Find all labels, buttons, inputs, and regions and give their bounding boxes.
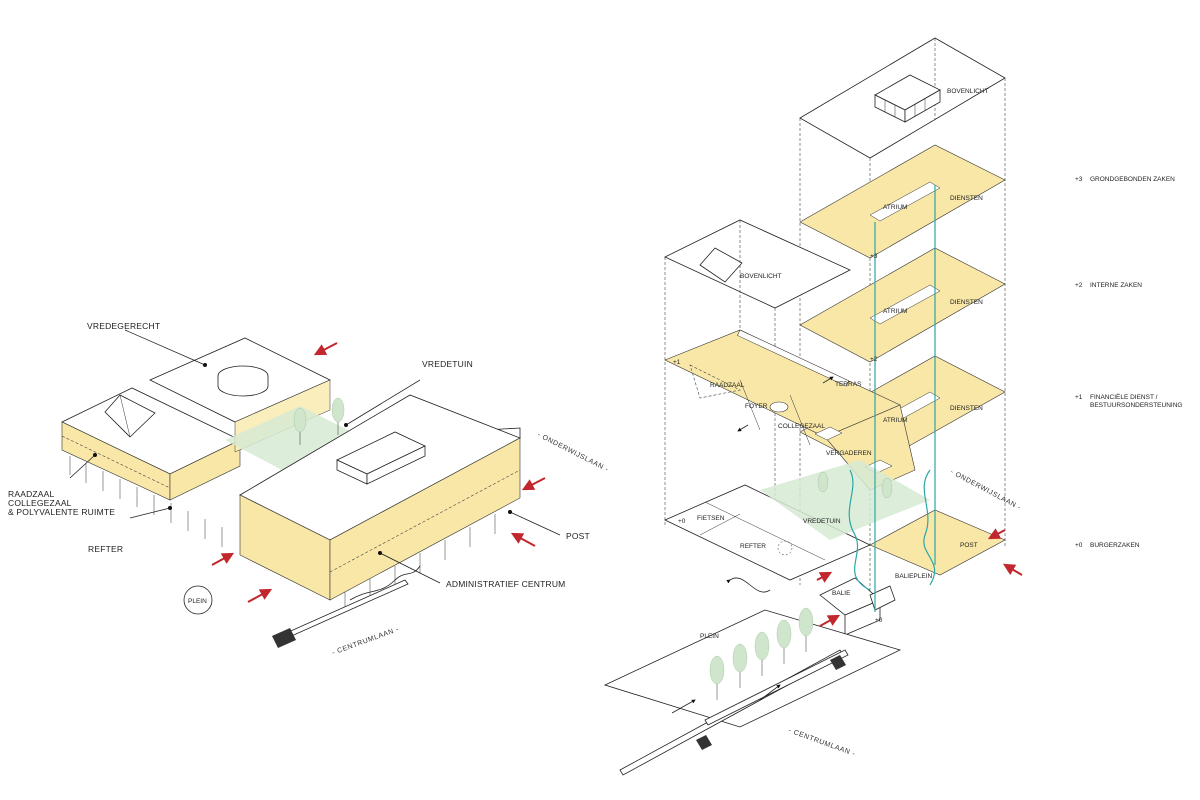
label-level-3: +3 (870, 253, 878, 260)
label-collegezaal: COLLEGEZAAL (8, 498, 72, 508)
floor-legend: +3 GRONDGEBONDEN ZAKEN +2 INTERNE ZAKEN … (1075, 176, 1182, 549)
label-atrium-3: ATRIUM (883, 204, 907, 211)
label-post: POST (566, 531, 590, 541)
label-raadzaal: RAADZAAL (8, 489, 55, 499)
legend-level-3: +3 (1075, 176, 1083, 183)
label-onderwijslaan-left: - ONDERWIJSLAAN - (536, 432, 610, 474)
legend-text-1: FINANCIËLE DIENST / (1090, 393, 1158, 401)
label-balie: BALIE (832, 590, 851, 597)
label-level-0b: +0 (875, 617, 883, 624)
label-refter: REFTER (88, 544, 123, 554)
left-building-axo (61, 329, 561, 648)
label-balieplein: BALIEPLEIN (895, 573, 933, 580)
label-diensten-3: DIENSTEN (950, 195, 983, 202)
label-refter-right: REFTER (740, 543, 766, 550)
label-polyvalente-ruimte: & POLYVALENTE RUIMTE (8, 507, 115, 517)
legend-text-3: GRONDGEBONDEN ZAKEN (1090, 176, 1175, 183)
label-level-1: +1 (673, 359, 681, 366)
right-exploded-axo (603, 37, 1023, 776)
label-centrumlaan-right: - CENTRUMLAAN - (787, 727, 856, 758)
label-diensten-1: DIENSTEN (950, 405, 983, 412)
label-post-right: POST (960, 542, 978, 549)
label-vredegerecht: VREDEGERECHT (87, 321, 160, 331)
label-atrium-2: ATRIUM (883, 308, 907, 315)
label-level-0: +0 (678, 518, 686, 525)
label-fietsen: FIETSEN (697, 515, 725, 522)
label-vredetuin-right: VREDETUIN (803, 518, 841, 525)
label-bovenlicht-top: BOVENLICHT (947, 88, 989, 95)
label-centrumlaan-left: - CENTRUMLAAN - (331, 626, 400, 657)
legend-text-2: INTERNE ZAKEN (1090, 282, 1142, 289)
label-plein-right: PLEIN (700, 633, 719, 640)
label-diensten-2: DIENSTEN (950, 299, 983, 306)
label-raadzaal-right: RAADZAAL (710, 382, 745, 389)
legend-text-1b: BESTUURSONDERSTEUNING (1090, 402, 1182, 409)
label-onderwijslaan-right: - ONDERWIJSLAAN - (949, 469, 1022, 512)
label-foyer: FOYER (745, 403, 768, 410)
label-atrium-1: ATRIUM (883, 417, 907, 424)
label-level-2: +2 (870, 356, 878, 363)
label-collegezaal-right: COLLEGEZAAL (778, 423, 825, 430)
label-bovenlicht-left: BOVENLICHT (740, 273, 782, 280)
label-vergaderen: VERGADEREN (826, 450, 872, 457)
legend-text-0: BURGERZAKEN (1090, 542, 1140, 549)
legend-level-0: +0 (1075, 542, 1083, 549)
label-administratief-centrum: ADMINISTRATIEF CENTRUM (446, 579, 565, 589)
label-vredetuin: VREDETUIN (422, 359, 473, 369)
legend-level-2: +2 (1075, 282, 1083, 289)
legend-level-1: +1 (1075, 394, 1083, 401)
label-terras: TERRAS (835, 381, 862, 388)
label-plein-left: PLEIN (188, 598, 207, 605)
